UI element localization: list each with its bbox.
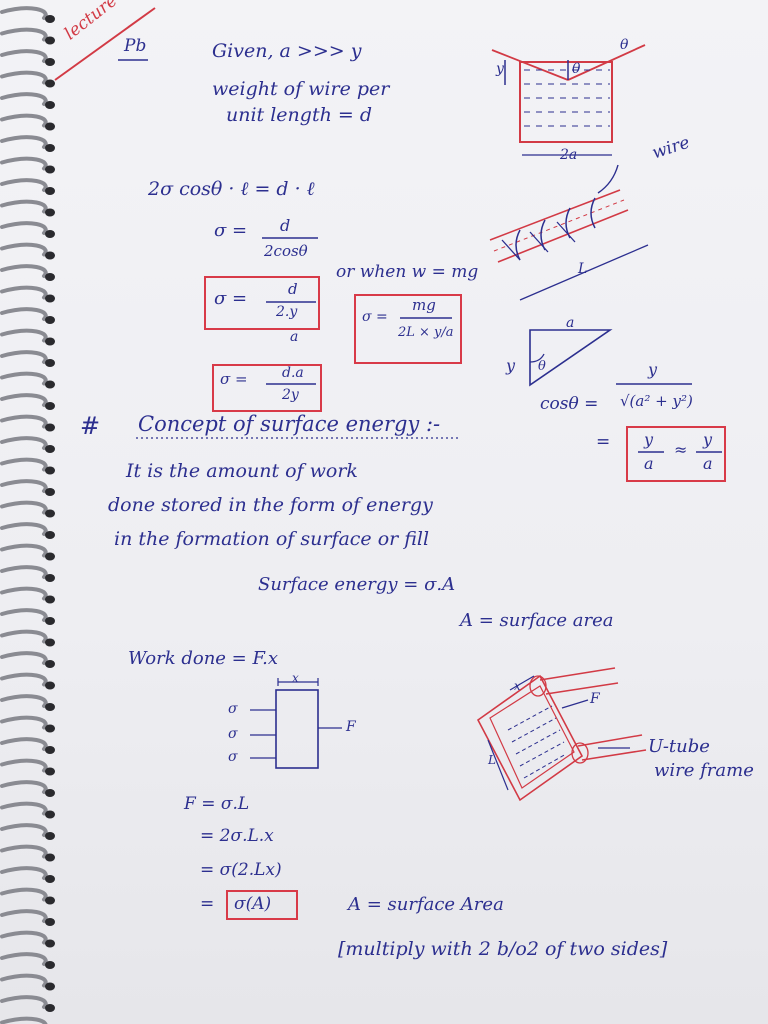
approx-rhs-den: a [703,454,713,473]
lecture-tag: lecture 3 [60,0,134,45]
frame-x-label: x [514,679,521,693]
approx-rhs-num: y [703,430,713,449]
eq-1: 2σ cosθ · ℓ = d · ℓ [148,178,315,200]
approx-lhs-num: y [644,430,654,449]
spiral-binding [0,6,55,1024]
area-def-2: A = surface Area [348,894,504,915]
film-x-label: x [292,671,299,685]
f-eq-4: σ(A) [234,894,272,914]
eq-3-lhs: σ = [214,288,248,309]
concept-line-1: It is the amount of work [126,460,358,482]
approx-lhs-den: a [644,454,654,473]
eq-4-den: 2L × y/a [398,325,454,340]
concept-line-2: done stored in the form of energy [108,494,433,516]
concept-heading: Concept of surface energy :- [138,412,441,436]
tri-y-label: y [506,356,516,375]
wire-label: wire [649,132,693,164]
eq-4-num: mg [412,296,436,314]
surface-energy: Surface energy = σ.A [258,574,456,595]
problem-tag: Pb [124,36,147,56]
given-line-1: Given, a >>> y [212,40,362,62]
concept-line-3: in the formation of surface or fill [114,528,430,550]
utube-line-1: U-tube [648,736,710,757]
eq-3-den-bot: a [290,329,299,345]
eq-2-den: 2cosθ [264,242,308,260]
cos-num: y [648,360,658,379]
sides-note: [multiply with 2 b/o2 of two sides] [338,938,668,960]
fig-y-label: y [496,61,504,77]
film-F-label: F [346,719,356,735]
eq-5-box [212,364,322,412]
approx-eq: = [596,432,611,452]
eq-3-num: d [288,280,298,298]
given-line-2: weight of wire per [212,78,390,100]
wire-L-label: L [578,261,588,277]
fig-width-label: 2a [560,147,578,163]
eq-3-box [204,276,320,330]
fig-theta-label-2: θ [620,37,629,53]
concept-hash: # [80,412,101,440]
cos-den: √(a² + y²) [620,392,693,410]
eq-4-lhs: σ = [362,309,388,325]
f-eq-4-box [226,890,298,920]
film-sigma-2: σ [228,726,238,742]
eq-2-lhs: σ = [214,220,248,241]
frame-L-label: L [488,753,496,767]
eq-5-den: 2y [282,387,299,403]
given-line-3: unit length = d [226,104,372,126]
eq-5-num: d.a [282,365,304,381]
f-eq-1: F = σ.L [184,794,250,814]
eq-3-den-top: 2.y [276,304,298,320]
film-sigma-1: σ [228,701,238,717]
approx-box [626,426,726,482]
film-sigma-3: σ [228,749,238,765]
f-eq-4-eq: = [200,894,215,914]
eq-2-num: d [280,216,291,235]
tri-a-label: a [566,315,575,331]
eq-5-lhs: σ = [220,370,248,388]
fig-theta-label: θ [572,61,581,77]
cos-lhs: cosθ = [540,394,599,414]
f-eq-2: = 2σ.L.x [200,826,274,846]
tri-theta-label: θ [538,359,546,374]
frame-F-label: F [590,691,600,707]
or-text: or when w = mg [336,262,479,282]
approx-sym: ≈ [674,440,688,459]
eq-4-box [354,294,462,364]
f-eq-3: = σ(2.Lx) [200,860,282,880]
area-def: A = surface area [460,610,614,631]
work-done: Work done = F.x [128,648,279,669]
utube-line-2: wire frame [654,760,754,781]
